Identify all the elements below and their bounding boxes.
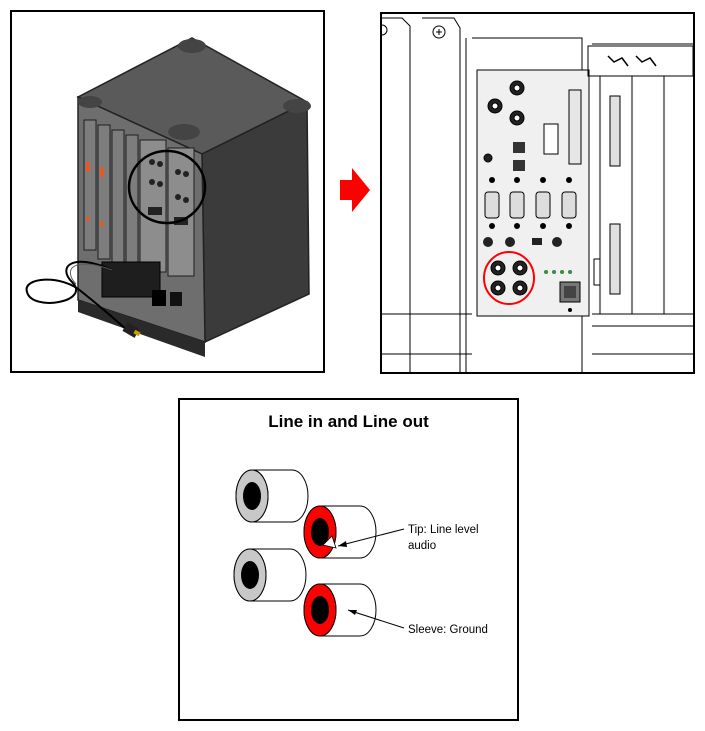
line-out-jack-top: [303, 505, 377, 559]
arrow-right-icon: [340, 168, 370, 212]
tip-leader-line: [337, 528, 405, 547]
audio-jack-icon: [233, 469, 405, 637]
sleeve-callout: Sleeve: Ground: [408, 624, 488, 636]
line-in-jack-bottom: [233, 548, 307, 602]
tower-illustration: [25, 37, 311, 357]
audio-jacks-panel: Line in and Line out: [178, 398, 519, 721]
rear-io-panel: [380, 12, 695, 374]
line-in-jack-top: [235, 469, 309, 523]
sleeve-leader-line: [347, 609, 405, 629]
jacks-title: Line in and Line out: [268, 412, 429, 431]
power-cord-icon: [25, 260, 128, 331]
tip-callout: Tip: Line level audio: [408, 524, 479, 552]
tower-system-panel: [10, 10, 325, 373]
rear-panel-illustration: [382, 17, 693, 372]
line-out-jack-bottom: [303, 583, 377, 637]
